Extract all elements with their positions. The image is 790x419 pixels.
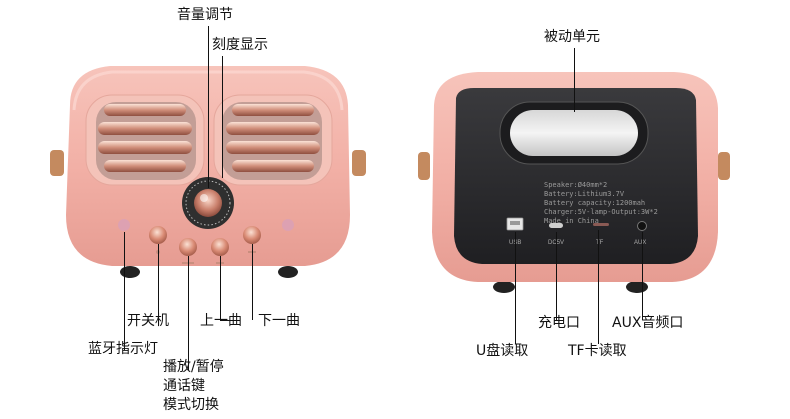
leader-line (220, 256, 221, 320)
leader-line (188, 256, 189, 370)
leader-line (598, 230, 599, 344)
label-prev: 上一曲 (200, 313, 242, 329)
label-power: 开关机 (127, 313, 169, 329)
leader-line (222, 56, 223, 178)
leader-line (574, 48, 575, 112)
leader-line (556, 232, 557, 320)
port-aux-label: AUX (634, 240, 647, 246)
leader-line (124, 232, 125, 350)
label-mode-switch: 模式切换 (163, 397, 219, 413)
label-charge-port: 充电口 (538, 315, 580, 331)
leader-line (220, 320, 230, 321)
spec-capacity: Battery capacity:1200mah (544, 199, 646, 207)
back-speaker (418, 72, 730, 293)
label-scale-display: 刻度显示 (212, 37, 268, 53)
label-bt-indicator: 蓝牙指示灯 (88, 341, 158, 357)
leader-line (252, 244, 253, 320)
label-aux-port: AUX音频口 (612, 315, 684, 331)
label-usb-read: U盘读取 (476, 343, 529, 359)
leader-line (642, 232, 643, 320)
spec-speaker: Speaker:Ø40mm*2 (544, 181, 608, 189)
leader-line (208, 26, 209, 188)
label-play-pause: 播放/暂停 (163, 359, 224, 375)
label-next: 下一曲 (258, 313, 300, 329)
leader-line (515, 232, 516, 344)
label-call-key: 通话键 (163, 378, 205, 394)
label-tf-read: TF卡读取 (568, 343, 627, 359)
front-speaker (50, 66, 366, 278)
spec-battery: Battery:Lithium3.7V (544, 190, 625, 198)
spec-charger: Charger:5V-lamp-Output:3W*2 (544, 208, 658, 216)
port-tf-label: TF (596, 240, 604, 246)
leader-line (158, 244, 159, 326)
spec-made-in: Made in China (544, 217, 599, 225)
label-passive-unit: 被动单元 (544, 29, 600, 45)
label-volume: 音量调节 (177, 7, 233, 23)
